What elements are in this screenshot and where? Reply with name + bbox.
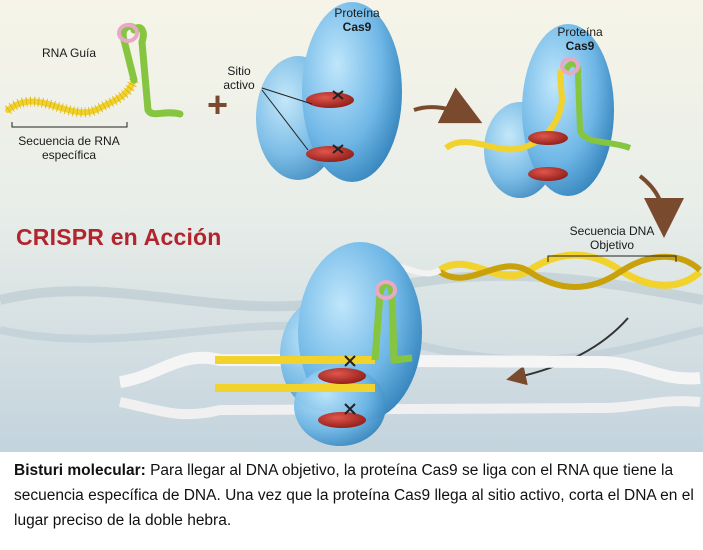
caption-body: Para llegar al DNA objetivo, la proteína… <box>14 462 694 529</box>
protein-top-line2: Cas9 <box>342 20 372 34</box>
cas9-protein-top <box>256 2 402 182</box>
protein-right-line1: Proteína <box>557 25 603 39</box>
protein-right-label: Proteína Cas9 <box>557 25 602 53</box>
arrow-to-complex <box>413 87 483 124</box>
target-dna-line2: Objetivo <box>589 238 635 252</box>
specific-sequence-line2: específica <box>41 148 97 162</box>
active-site-upper <box>306 92 354 108</box>
cas9-cutting-complex <box>118 242 701 446</box>
arrow-to-target <box>638 174 684 238</box>
guide-rna <box>4 22 184 118</box>
target-sequence-bracket <box>547 255 677 262</box>
protein-right-line2: Cas9 <box>565 39 595 53</box>
active-site-lower <box>306 146 354 162</box>
cas9-rna-complex <box>444 24 632 198</box>
target-dna-line1: Secuencia DNA <box>569 224 655 238</box>
protein-top-line1: Proteína <box>334 6 380 20</box>
protein-top-label: Proteína Cas9 <box>334 6 379 34</box>
target-dna-label: Secuencia DNA Objetivo <box>570 224 655 252</box>
active-site-line1: Sitio <box>227 64 251 78</box>
caption-lead: Bisturi molecular: <box>14 462 146 479</box>
crispr-diagram: + <box>0 0 703 452</box>
specific-sequence-line1: Secuencia de RNA <box>18 134 120 148</box>
active-site-label: Sitio activo <box>223 64 254 92</box>
active-site-pointer <box>261 87 313 151</box>
figure-title: CRISPR en Acción <box>16 224 222 250</box>
figure-caption: Bisturi molecular: Para llegar al DNA ob… <box>14 458 694 533</box>
plus-sign: + <box>207 84 228 125</box>
specific-sequence-label: Secuencia de RNA específica <box>18 134 119 162</box>
specific-sequence-bracket <box>11 122 128 128</box>
active-site-line2: activo <box>223 78 255 92</box>
guide-rna-label: RNA Guía <box>41 46 97 60</box>
